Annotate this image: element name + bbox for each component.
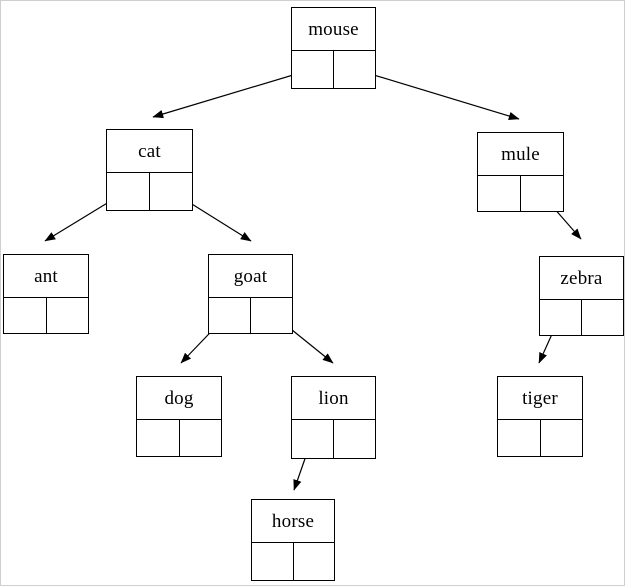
node-pointers-dog — [137, 420, 221, 456]
pointer-left-dog[interactable] — [137, 420, 180, 456]
node-label-horse: horse — [252, 500, 334, 543]
pointer-right-goat[interactable] — [251, 298, 292, 333]
pointer-left-zebra[interactable] — [540, 300, 582, 335]
node-label-dog: dog — [137, 377, 221, 420]
pointer-right-mouse[interactable] — [334, 51, 375, 88]
tree-node-horse[interactable]: horse — [251, 499, 335, 581]
pointer-left-ant[interactable] — [4, 298, 47, 333]
node-pointers-horse — [252, 543, 334, 580]
node-label-ant: ant — [4, 255, 88, 298]
tree-node-zebra[interactable]: zebra — [539, 256, 624, 336]
pointer-right-lion[interactable] — [334, 420, 375, 458]
pointer-right-mule[interactable] — [521, 176, 563, 211]
edge-mouse-to-mule — [353, 68, 520, 121]
node-pointers-mouse — [292, 51, 375, 88]
tree-node-dog[interactable]: dog — [136, 376, 222, 457]
pointer-left-cat[interactable] — [107, 173, 150, 210]
tree-node-mule[interactable]: mule — [477, 132, 564, 212]
pointer-left-goat[interactable] — [209, 298, 251, 333]
pointer-right-dog[interactable] — [179, 420, 221, 456]
pointer-right-zebra[interactable] — [582, 300, 623, 335]
node-label-mule: mule — [478, 133, 563, 176]
node-label-goat: goat — [209, 255, 292, 298]
tree-node-ant[interactable]: ant — [3, 254, 89, 334]
node-pointers-goat — [209, 298, 292, 333]
node-label-lion: lion — [292, 377, 375, 420]
pointer-right-ant[interactable] — [46, 298, 88, 333]
pointer-left-horse[interactable] — [252, 543, 294, 580]
tree-node-goat[interactable]: goat — [208, 254, 293, 334]
edge-mouse-to-cat — [152, 68, 314, 119]
tree-node-mouse[interactable]: mouse — [291, 7, 376, 89]
node-pointers-zebra — [540, 300, 623, 335]
pointer-left-tiger[interactable] — [498, 420, 541, 456]
pointer-right-horse[interactable] — [293, 543, 334, 580]
tree-node-lion[interactable]: lion — [291, 376, 376, 459]
node-label-zebra: zebra — [540, 257, 623, 300]
pointer-right-cat[interactable] — [150, 173, 192, 210]
node-pointers-cat — [107, 173, 192, 210]
node-pointers-lion — [292, 420, 375, 458]
node-label-tiger: tiger — [498, 377, 582, 420]
pointer-left-lion[interactable] — [292, 420, 334, 458]
tree-node-cat[interactable]: cat — [106, 129, 193, 211]
pointer-left-mouse[interactable] — [292, 51, 334, 88]
node-pointers-tiger — [498, 420, 582, 456]
tree-node-tiger[interactable]: tiger — [497, 376, 583, 457]
node-label-cat: cat — [107, 130, 192, 173]
pointer-left-mule[interactable] — [478, 176, 521, 211]
node-pointers-mule — [478, 176, 563, 211]
node-pointers-ant — [4, 298, 88, 333]
node-label-mouse: mouse — [292, 8, 375, 51]
pointer-right-tiger[interactable] — [540, 420, 582, 456]
